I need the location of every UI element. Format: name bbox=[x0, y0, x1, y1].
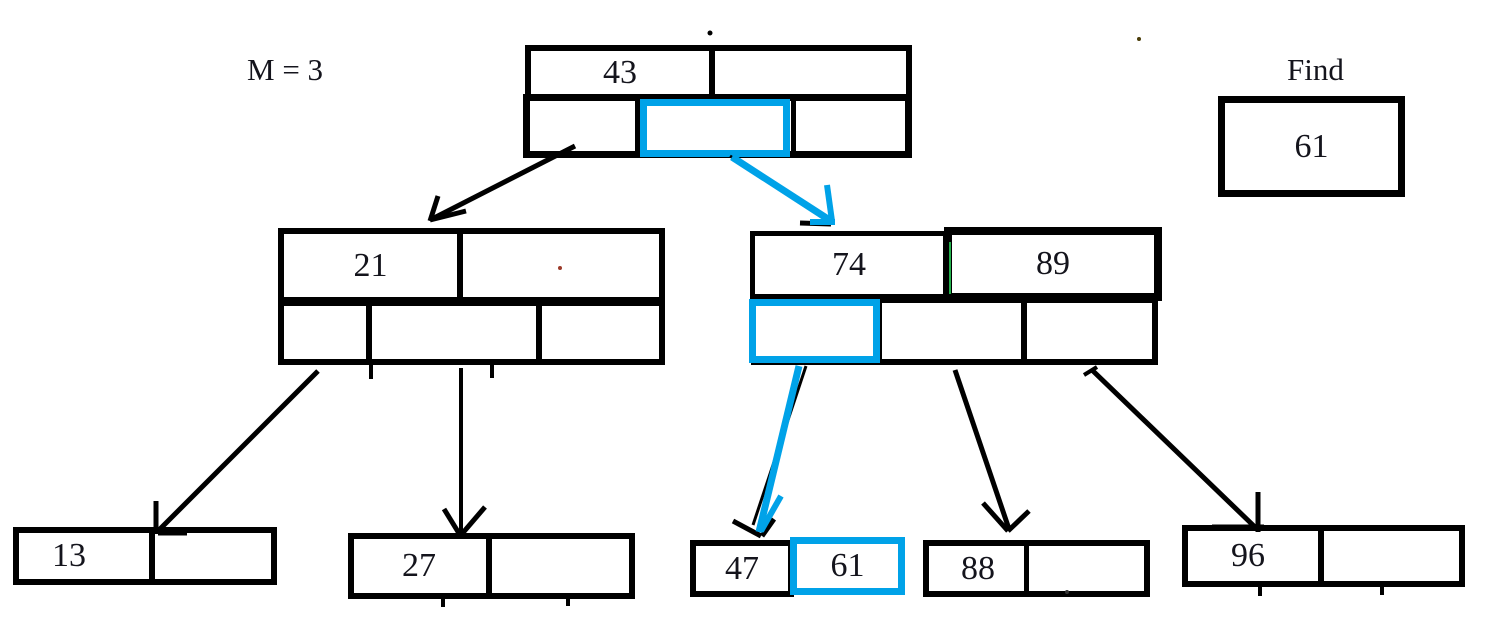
left-internal-key-cell-1: 21 bbox=[278, 228, 463, 303]
leaf-61-cell-highlight: 61 bbox=[790, 537, 905, 595]
leaf-13-divider bbox=[149, 529, 155, 583]
root-key-1: 43 bbox=[603, 53, 637, 91]
find-value-box: 61 bbox=[1218, 96, 1405, 197]
arrow-left-to-leaf13-shaft bbox=[155, 369, 320, 534]
right-internal-key-cell-1: 74 bbox=[750, 231, 948, 299]
arrow-right-to-leaf47-black-underline bbox=[751, 365, 808, 526]
leaf-88-box: 88 bbox=[923, 540, 1150, 597]
arrow-right-to-leaf96-start-tick bbox=[1082, 365, 1099, 377]
arrow-right-to-leaf47-blue-shaft bbox=[755, 365, 803, 533]
leaf-13-box: 13 bbox=[13, 527, 277, 585]
arrow-right-to-leaf88-shaft bbox=[952, 369, 1012, 530]
leaf-61-key: 61 bbox=[830, 547, 865, 584]
root-key-cell-1: 43 bbox=[525, 45, 715, 100]
arrow-root-to-right-blue-shaft bbox=[730, 154, 833, 224]
left-internal-pointer-divider-1 bbox=[366, 302, 372, 362]
left-internal-key-cell-2 bbox=[457, 228, 665, 303]
right-internal-key-1: 74 bbox=[832, 246, 866, 283]
arrow-right-to-leaf47-black-barb-2 bbox=[759, 517, 777, 538]
leaf-13-key-1: 13 bbox=[52, 537, 86, 574]
stray-dot-top-right bbox=[1137, 37, 1141, 41]
leaf-27-key-1: 27 bbox=[402, 547, 436, 584]
right-internal-key-cell-2: 89 bbox=[944, 227, 1162, 301]
arrow-root-to-right-black-underline bbox=[729, 154, 823, 217]
left-internal-pointer-divider-2 bbox=[536, 302, 542, 362]
root-pointer-divider-right bbox=[791, 96, 796, 154]
find-value: 61 bbox=[1294, 127, 1329, 165]
leaf-47-cell: 47 bbox=[690, 540, 794, 597]
root-key-cell-2 bbox=[709, 45, 912, 100]
root-middle-pointer-highlight bbox=[640, 99, 790, 157]
leaf-88-divider bbox=[1024, 542, 1029, 595]
leaf-88-key-1: 88 bbox=[961, 549, 995, 587]
arrow-root-to-left-barb-2 bbox=[429, 208, 467, 223]
right-internal-pointer-divider-2 bbox=[1021, 299, 1027, 361]
arrow-right-to-leaf47-black-barb-1 bbox=[731, 518, 763, 539]
arrow-left-to-leaf27-barb-2 bbox=[459, 505, 487, 537]
arrow-right-to-leaf96-shaft bbox=[1090, 368, 1259, 531]
left-internal-key-1: 21 bbox=[353, 246, 388, 284]
order-label: M = 3 bbox=[247, 52, 324, 87]
root-pointer-divider-left bbox=[635, 96, 640, 154]
leaf-27-divider bbox=[486, 535, 492, 597]
arrow-right-to-leaf47-blue-barb bbox=[758, 494, 784, 533]
arrow-right-to-leaf88-barb-2 bbox=[1006, 509, 1031, 533]
arrow-root-to-left-barb-1 bbox=[427, 195, 441, 222]
left-internal-pointer-row bbox=[278, 300, 665, 365]
arrow-right-to-leaf88-barb-1 bbox=[981, 501, 1010, 533]
right-internal-key-2: 89 bbox=[1036, 245, 1070, 282]
leaf-47-key: 47 bbox=[725, 549, 759, 587]
arrow-root-to-right-blue-barb-1 bbox=[824, 184, 835, 222]
arrow-root-to-right-black-barb bbox=[799, 220, 832, 227]
stray-dot-root-top bbox=[707, 30, 713, 36]
right-internal-left-pointer-highlight bbox=[749, 299, 880, 363]
leaf-96-key-1: 96 bbox=[1231, 537, 1265, 574]
arrow-left-to-leaf27-barb-1 bbox=[441, 507, 463, 537]
leaf-96-divider bbox=[1318, 527, 1324, 585]
find-label: Find bbox=[1287, 52, 1344, 87]
